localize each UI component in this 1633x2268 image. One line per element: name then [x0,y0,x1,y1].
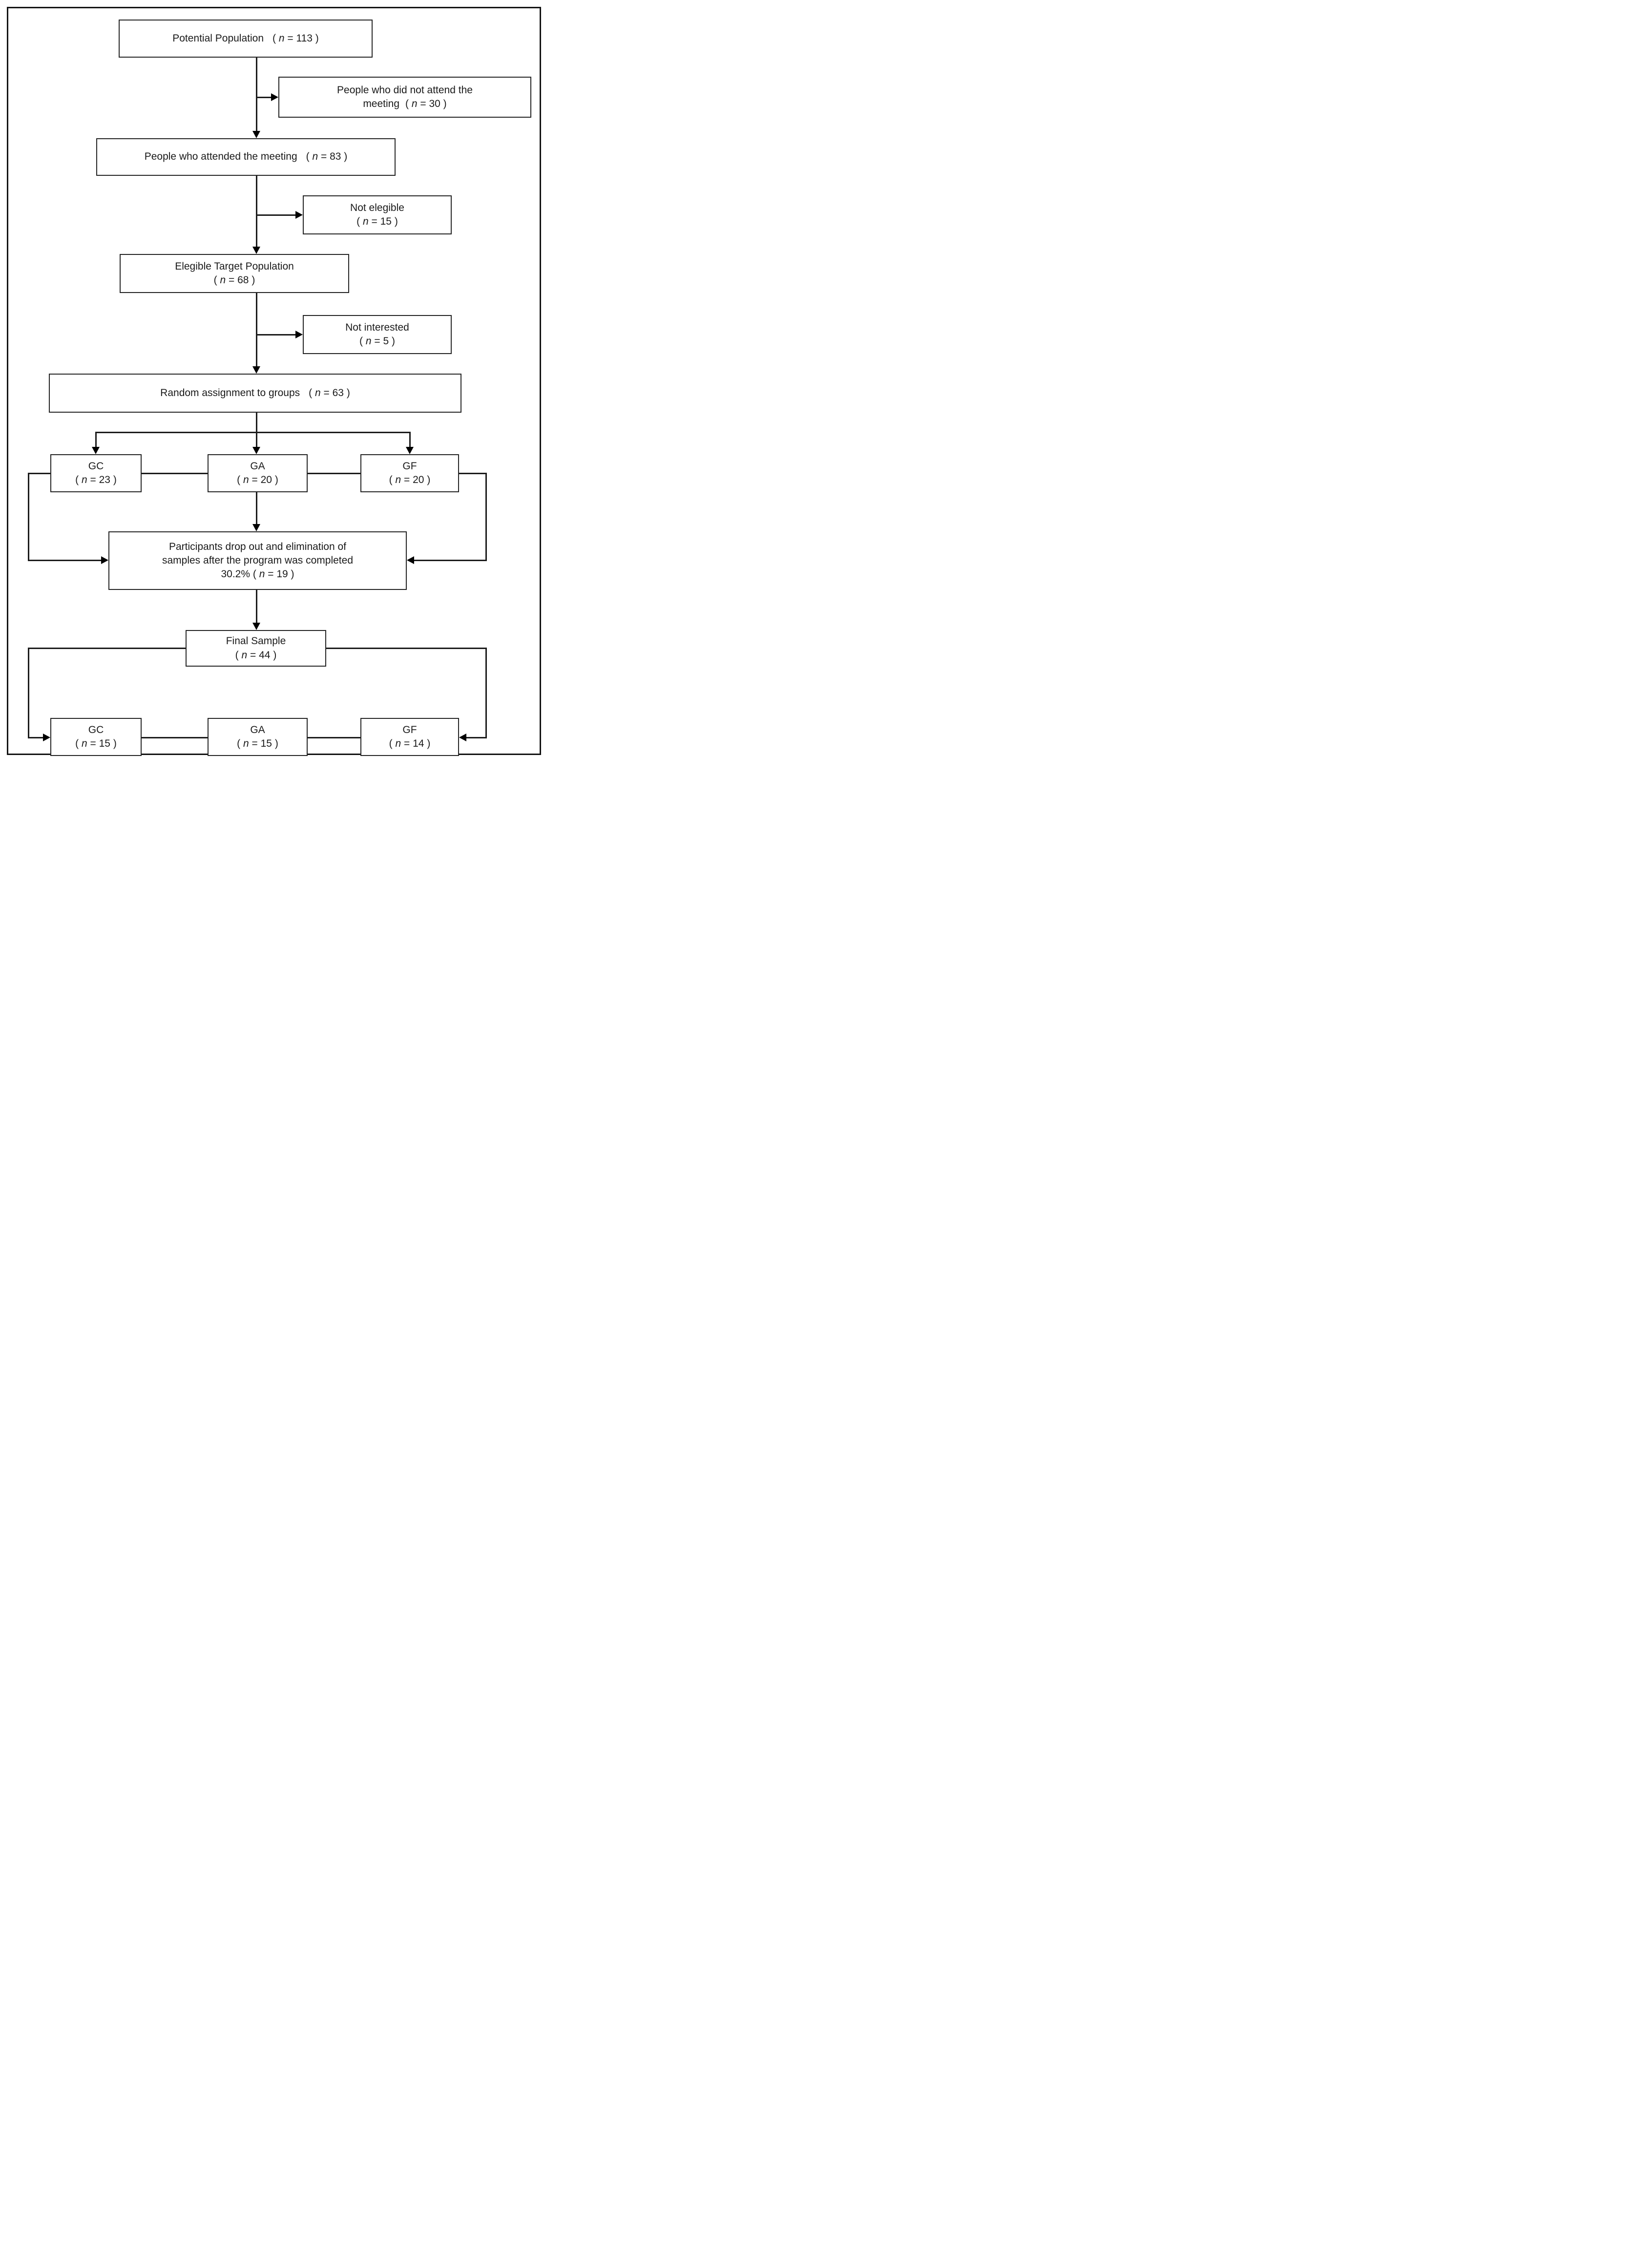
flow-box-not-elegible: Not elegible ( n = 15 ) [303,195,452,234]
connector-final-right-down [485,648,487,738]
box-text-line2: ( n = 20 ) [389,474,431,485]
arrowhead-into-dropout-right [407,556,414,564]
arrowhead-into-did-not-attend [271,93,278,101]
box-text-line2: ( n = 15 ) [75,738,117,749]
flow-box-ga-final: GA ( n = 15 ) [208,718,308,756]
connector-ga-gf-initial-tie [307,473,361,474]
box-text-line1: GF [402,460,417,472]
box-text-line1: Participants drop out and elimination of [168,541,347,552]
connector-potential-to-attended [256,57,257,133]
box-text-line3: 30.2% ( n = 19 ) [221,568,294,580]
flow-box-attended-meeting: People who attended the meeting( n = 83 … [96,138,396,176]
box-text-line1: Final Sample [226,635,286,647]
box-text-line1: Not elegible [350,202,404,213]
connector-ga-gf-final-tie [307,737,361,738]
box-text: Random assignment to groups( n = 63 ) [160,387,350,399]
box-text-line1: GC [88,724,104,735]
box-text-line1: GC [88,460,104,472]
connector-final-into-gc-final [28,737,44,738]
connector-to-gc-initial [95,432,97,448]
connector-final-left-out [28,648,187,649]
connector-attended-to-elegible [256,175,257,247]
arrowhead-into-dropout-top [252,524,260,531]
connector-ga-to-dropout [256,491,257,525]
arrowhead-into-attended [252,131,260,138]
box-text-line2: ( n = 14 ) [389,738,431,749]
flow-box-gc-initial: GC ( n = 23 ) [50,454,142,492]
connector-gc-ga-initial-tie [142,473,209,474]
connector-gc-initial-left-tie [28,473,51,474]
flow-box-not-interested: Not interested ( n = 5 ) [303,315,452,354]
box-text-line2: ( n = 44 ) [235,649,277,661]
connector-final-right-out [325,648,487,649]
connector-to-ga-initial [256,432,257,448]
box-text-line1: Not interested [345,321,409,333]
flow-box-gc-final: GC ( n = 15 ) [50,718,142,756]
arrowhead-into-not-elegible [295,211,303,219]
connector-distribution-bar [95,432,411,433]
box-text-line2: ( n = 68 ) [213,274,255,286]
flow-box-random-assignment: Random assignment to groups( n = 63 ) [49,374,461,413]
box-text-line1: GA [250,460,265,472]
connector-right-routing-into-dropout [414,560,487,561]
connector-branch-did-not-attend [256,97,272,98]
arrowhead-into-ga-initial [252,447,260,454]
connector-right-routing-down [485,473,487,561]
connector-final-left-down [28,648,29,738]
box-text-line1: GA [250,724,265,735]
flow-box-gf-final: GF ( n = 14 ) [360,718,459,756]
box-text-line2: meeting( n = 30 ) [363,98,447,109]
box-text: Potential Population( n = 113 ) [172,32,319,44]
connector-to-gf-initial [409,432,411,448]
connector-gf-initial-right-tie [458,473,487,474]
flow-box-dropout: Participants drop out and elimination of… [108,531,407,590]
flow-box-elegible-target-population: Elegible Target Population ( n = 68 ) [120,254,349,293]
flow-box-potential-population: Potential Population( n = 113 ) [119,20,373,58]
arrowhead-into-not-interested [295,331,303,338]
flow-box-ga-initial: GA ( n = 20 ) [208,454,308,492]
flow-diagram-canvas: Potential Population( n = 113 ) People w… [0,0,551,765]
box-text-line1: Elegible Target Population [175,260,294,272]
connector-branch-not-interested [256,334,296,336]
box-text-line2: ( n = 15 ) [356,216,398,227]
connector-random-stub [256,412,257,433]
flow-box-final-sample: Final Sample ( n = 44 ) [186,630,326,667]
arrowhead-into-gf-initial [406,447,414,454]
box-text-line2: samples after the program was completed [162,554,353,566]
connector-branch-not-elegible [256,214,296,216]
box-text-line1: People who did not attend the [337,84,473,96]
arrowhead-into-gc-initial [92,447,100,454]
arrowhead-into-dropout-left [101,556,108,564]
box-text-line1: GF [402,724,417,735]
connector-final-into-gf-final [466,737,487,738]
box-text: People who attended the meeting( n = 83 … [144,151,348,163]
connector-elegible-to-random [256,292,257,367]
box-text-line2: ( n = 5 ) [359,336,395,347]
arrowhead-into-gf-final [459,734,466,741]
arrowhead-into-gc-final [43,734,50,741]
flow-box-did-not-attend: People who did not attend the meeting( n… [278,77,531,118]
flow-box-gf-initial: GF ( n = 20 ) [360,454,459,492]
arrowhead-into-elegible [252,247,260,254]
connector-left-routing-down [28,473,29,561]
connector-left-routing-into-dropout [28,560,102,561]
connector-gc-ga-final-tie [142,737,209,738]
arrowhead-into-random [252,366,260,374]
connector-dropout-to-final [256,589,257,624]
box-text-line2: ( n = 20 ) [237,474,278,485]
box-text-line2: ( n = 23 ) [75,474,117,485]
arrowhead-into-final [252,623,260,630]
box-text-line2: ( n = 15 ) [237,738,278,749]
